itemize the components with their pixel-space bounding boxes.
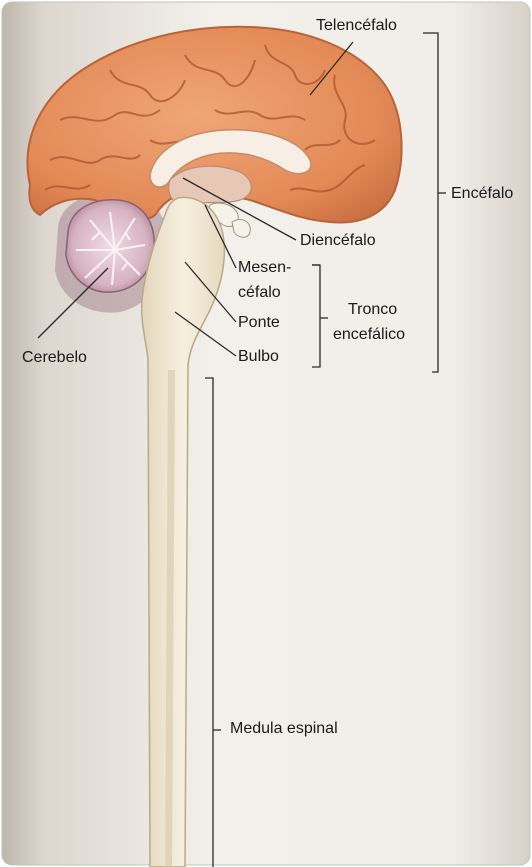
label-bulbo: Bulbo <box>238 349 279 365</box>
label-telencefalo: Telencéfalo <box>316 18 397 34</box>
label-ponte: Ponte <box>238 315 280 331</box>
label-cerebelo: Cerebelo <box>22 350 87 366</box>
label-mesencefalo-line1: Mesen- <box>238 260 291 276</box>
label-diencefalo: Diencéfalo <box>300 233 376 249</box>
label-encefalo: Encéfalo <box>451 186 513 202</box>
label-tronco-line2: encefálico <box>333 327 405 343</box>
label-medula: Medula espinal <box>230 721 338 737</box>
label-tronco-line1: Tronco <box>348 302 397 318</box>
label-mesencefalo-line2: céfalo <box>238 285 281 301</box>
